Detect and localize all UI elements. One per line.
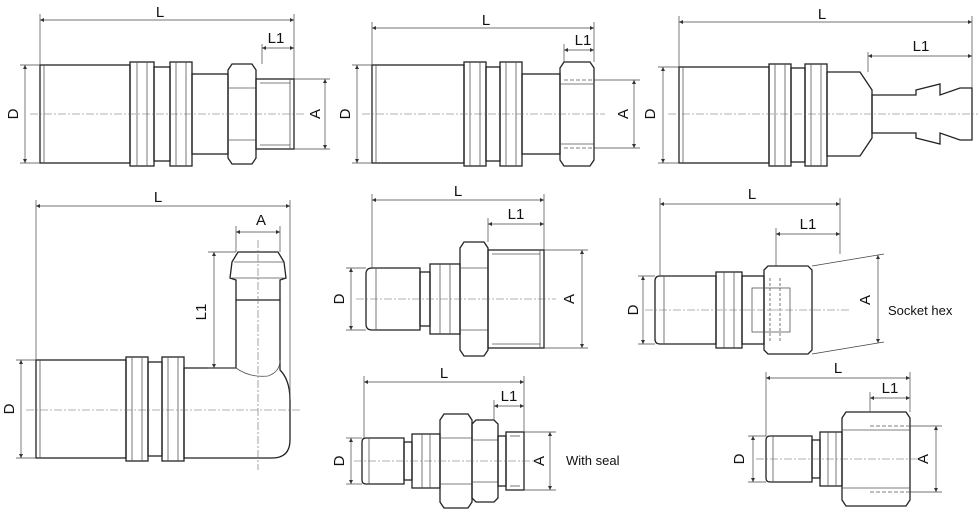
dim-label-A: A (531, 456, 548, 466)
dim-label-L1: L1 (501, 388, 518, 405)
fitting-drawing-3: L L1 D (642, 6, 978, 167)
dim-label-L1: L1 (913, 38, 930, 55)
fitting-drawing-5: L L1 D A (331, 183, 588, 357)
dim-label-L1: L1 (508, 206, 525, 223)
dim-label-A: A (857, 295, 874, 305)
dim-label-L: L (482, 12, 490, 29)
dim-label-L1: L1 (268, 30, 285, 47)
dim-label-L: L (818, 6, 826, 23)
fitting-drawing-6: L L1 D A Socket hex (625, 186, 953, 355)
dim-label-L: L (454, 183, 462, 200)
dim-label-D: D (731, 453, 748, 464)
socket-hex-note: Socket hex (888, 303, 953, 318)
dim-label-A: A (307, 109, 324, 119)
dim-label-L: L (156, 4, 164, 21)
with-seal-note: With seal (566, 453, 620, 468)
dim-label-D: D (331, 455, 348, 466)
dim-label-D: D (625, 304, 642, 315)
dim-label-L1: L1 (800, 216, 817, 233)
fitting-drawing-2: L L1 D A (337, 12, 640, 167)
dim-label-L: L (440, 365, 448, 382)
dim-label-D: D (5, 108, 22, 119)
fitting-drawing-1: L L1 D A (5, 4, 330, 167)
dim-label-L: L (154, 189, 162, 206)
dim-label-A: A (561, 294, 578, 304)
dim-label-D: D (1, 403, 18, 414)
fitting-drawing-4: L A L1 D (1, 189, 300, 470)
dim-label-A: A (256, 212, 266, 229)
dim-label-D: D (337, 108, 354, 119)
dim-label-L: L (748, 186, 756, 203)
dim-label-D: D (331, 293, 348, 304)
fitting-drawing-7: L L1 D A With seal (331, 365, 620, 509)
dim-label-L1: L1 (193, 304, 210, 321)
dim-label-L1: L1 (575, 32, 592, 49)
dim-label-L: L (834, 360, 842, 377)
dim-label-A: A (615, 109, 632, 119)
dim-label-L1: L1 (882, 380, 899, 397)
dim-label-A: A (915, 454, 932, 464)
dim-label-D: D (642, 108, 659, 119)
fitting-drawing-8: L L1 D A (731, 360, 942, 507)
